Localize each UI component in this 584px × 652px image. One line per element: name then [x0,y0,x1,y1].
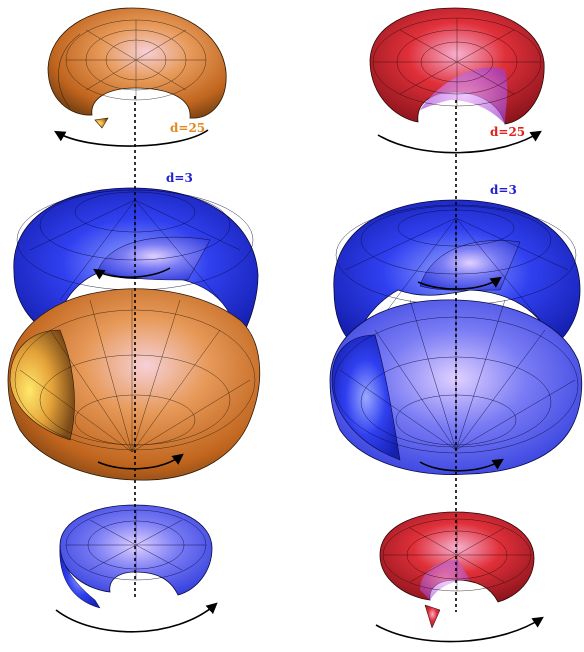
left-upper-shell [13,187,259,341]
right-top-cap [369,7,545,125]
right-lower-arrow [419,458,504,472]
right-upper-arrow [417,276,502,290]
right-bottom-cap [379,511,535,629]
right-mid-label: d=3 [490,183,517,197]
right-top-arrow [377,130,542,154]
left-bottom-arrow [55,602,218,633]
right-top-label: d=25 [490,125,525,139]
left-panel: d=25 d=3 [7,7,261,633]
left-top-cap [47,7,227,129]
right-lower-shell [329,299,583,475]
left-lower-shell [7,288,261,481]
right-panel: d=25 d=3 [329,7,583,643]
left-lower-arrow [97,453,184,470]
left-mid-label: d=3 [166,171,193,185]
left-upper-arrow [93,267,171,280]
left-top-label: d=25 [170,121,205,135]
right-bottom-arrow [375,616,544,643]
left-bottom-cap [59,504,213,609]
